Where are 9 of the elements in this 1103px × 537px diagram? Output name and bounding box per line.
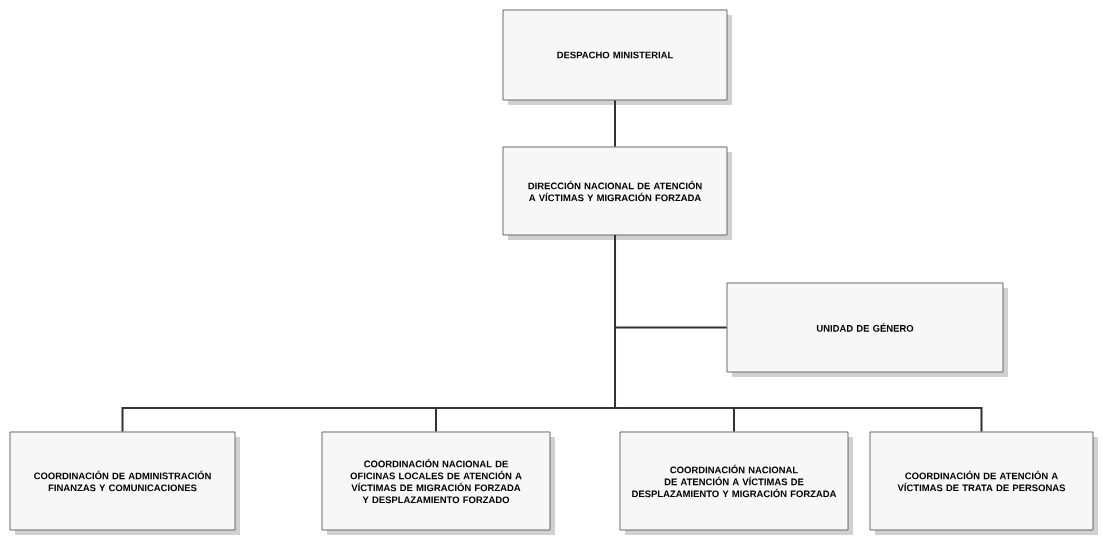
connector-line bbox=[614, 234, 983, 433]
connector-line bbox=[614, 99, 616, 148]
org-box: COORDINACIÓN DE ATENCIÓN A VÍCTIMAS DE TRATA DE PERSONAS bbox=[869, 431, 1098, 535]
org-box: DIRECCIÓN NACIONAL DE ATENCIÓN A VÍCTIMAS Y MIGRACIÓN FORZADA bbox=[502, 146, 732, 240]
org-box: DESPACHO MINISTERIAL bbox=[502, 9, 732, 105]
org-box: COORDINACIÓN DE ADMINISTRACIÓN FINANZAS Y COMUNICACIONES bbox=[9, 431, 240, 535]
org-box: COORDINACIÓN NACIONAL DE OFICINAS LOCALES DE ATENCIÓN A VÍCTIMAS DE MIGRACIÓN FORZADA Y DESPLAZAMIENTO FORZADO bbox=[321, 431, 555, 535]
org-box: COORDINACIÓN NACIONAL DE ATENCIÓN A VÍCTIMAS DE DESPLAZAMIENTO Y MIGRACIÓN FORZADA bbox=[619, 431, 853, 535]
org-box: UNIDAD DE GÉNERO bbox=[726, 282, 1008, 377]
